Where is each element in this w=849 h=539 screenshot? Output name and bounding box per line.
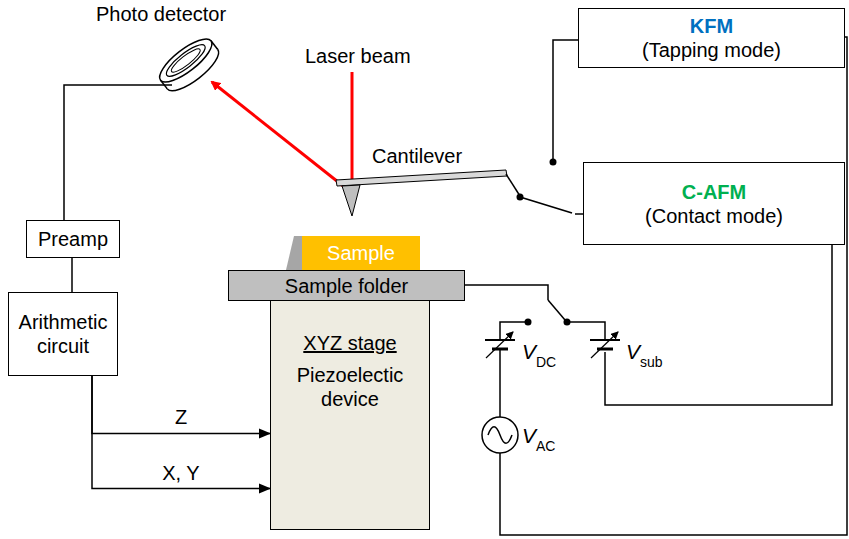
sample-block: Sample <box>302 236 420 270</box>
box-subtitle: Piezoelectic device <box>279 363 421 411</box>
wire <box>567 322 605 340</box>
signal-arrow <box>92 376 270 489</box>
photo-detector <box>154 32 225 97</box>
component-label: Laser beam <box>305 45 411 68</box>
sub-source-symbol <box>590 332 620 358</box>
signal-wire <box>64 85 172 220</box>
tip <box>342 185 360 216</box>
box-title: Arithmetic circuit <box>15 310 111 358</box>
reflected-beam <box>212 82 352 193</box>
box-subtitle: (Contact mode) <box>645 204 783 228</box>
voltage-subscript: AC <box>536 438 555 454</box>
voltage-subscript: DC <box>536 354 556 370</box>
ac-source-symbol <box>482 417 518 453</box>
sample-holder: Sample folder <box>228 270 465 301</box>
cafm-box: C-AFM(Contact mode) <box>583 162 845 245</box>
voltage-symbol: V <box>522 424 536 448</box>
switch-terminal <box>550 159 557 166</box>
preamp-box: Preamp <box>26 220 120 258</box>
signal-wire <box>71 258 73 292</box>
component-label: Photo detector <box>96 3 226 26</box>
box-title: XYZ stage <box>303 331 396 355</box>
signal-arrow <box>92 376 270 433</box>
laser-beam <box>351 72 354 193</box>
component-label: Cantilever <box>372 145 462 168</box>
box-title: Sample folder <box>285 274 408 298</box>
axis-label: Z <box>173 406 189 429</box>
axis-label: X, Y <box>160 462 201 485</box>
wire <box>575 213 583 215</box>
wire <box>605 245 832 405</box>
box-title: Sample <box>327 241 395 265</box>
sample-clip <box>286 236 302 270</box>
wire <box>500 37 847 535</box>
voltage-symbol: V <box>626 340 640 364</box>
voltage-symbol: V <box>522 340 536 364</box>
wire <box>553 40 578 160</box>
wire <box>465 285 548 300</box>
box-title: KFM <box>690 14 733 38</box>
cantilever <box>336 170 507 186</box>
box-title: C-AFM <box>682 180 746 204</box>
box-title: Preamp <box>38 227 108 251</box>
wire <box>506 174 520 196</box>
switch-blade <box>520 197 572 213</box>
wire <box>500 322 528 340</box>
xyz-stage: XYZ stagePiezoelectic device <box>270 300 430 530</box>
arithmetic-box: Arithmetic circuit <box>8 292 118 376</box>
dc-source-symbol <box>485 332 515 417</box>
voltage-subscript: sub <box>640 354 663 370</box>
switch-blade <box>548 300 565 320</box>
box-subtitle: (Tapping mode) <box>642 38 781 62</box>
kfm-box: KFM(Tapping mode) <box>578 8 845 68</box>
